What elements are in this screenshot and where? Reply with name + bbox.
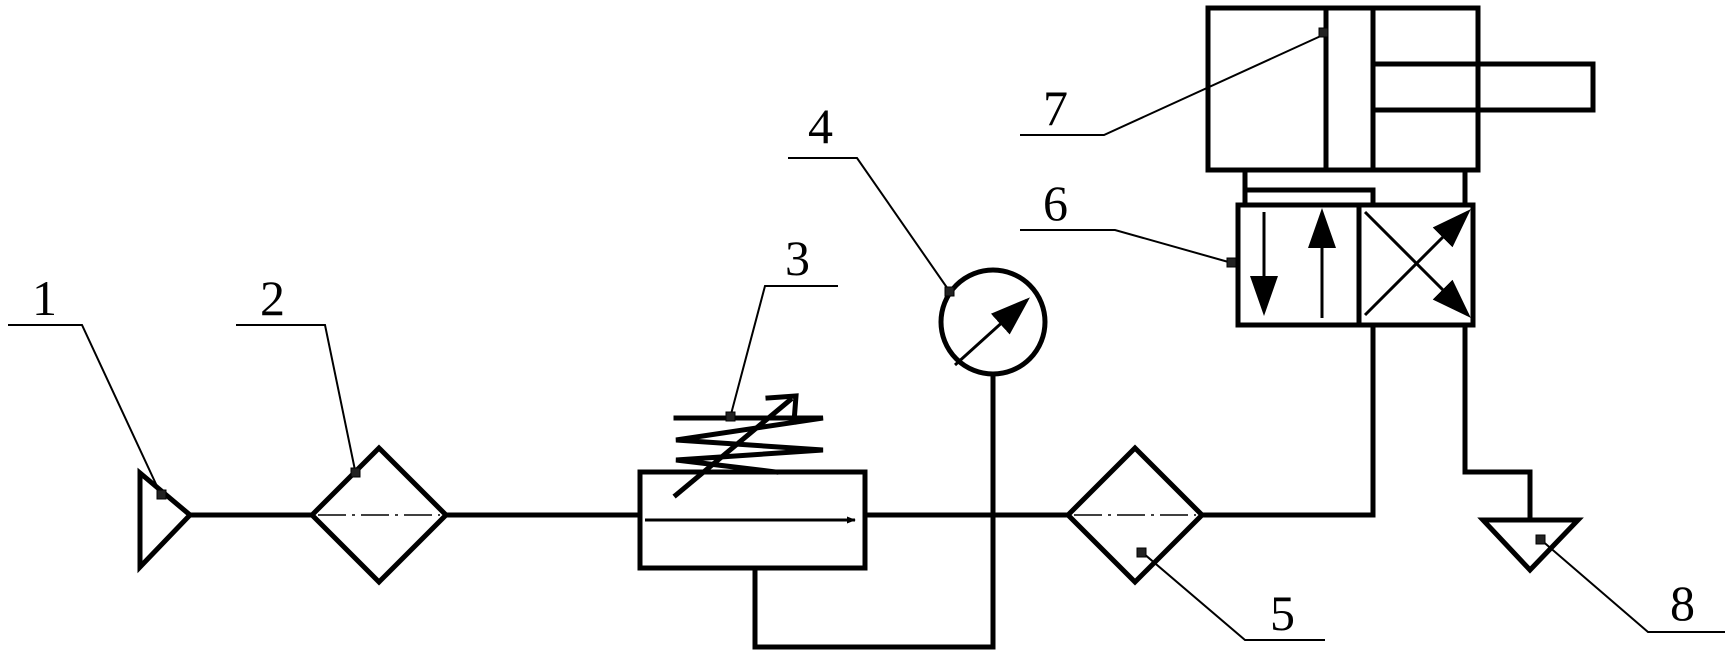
label-6: 6 [1043, 175, 1068, 231]
silencer-symbol [1477, 517, 1584, 574]
label-5: 5 [1270, 585, 1295, 641]
lubricator-symbol [1064, 444, 1206, 586]
leader-lines [8, 27, 1725, 641]
label-7: 7 [1043, 80, 1068, 136]
label-2: 2 [260, 270, 285, 326]
label-8: 8 [1670, 575, 1695, 631]
air-source-symbol [137, 467, 194, 574]
cylinder-symbol [1205, 5, 1596, 173]
pressure-gauge-symbol [938, 267, 1048, 518]
main-supply-line [187, 327, 1376, 518]
directional-valve-symbol [1235, 167, 1533, 523]
label-4: 4 [808, 98, 833, 154]
label-1: 1 [32, 270, 57, 326]
label-3: 3 [785, 230, 810, 286]
filter-symbol [308, 444, 450, 586]
pressure-regulator-symbol [637, 393, 996, 650]
